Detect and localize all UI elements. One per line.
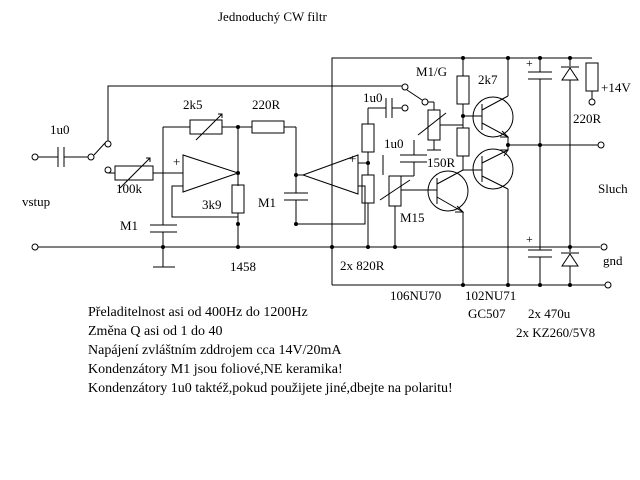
ground-terminal xyxy=(600,243,608,251)
resistors-820r: 2x 820R xyxy=(340,108,385,273)
input-terminal xyxy=(31,153,39,161)
transistor-gc507: Sluch xyxy=(463,141,628,287)
note-line: Přeladitelnost asi od 400Hz do 1200Hz xyxy=(88,305,308,320)
note-line: Změna Q asi od 1 do 40 xyxy=(88,324,223,339)
notes: Přeladitelnost asi od 400Hz do 1200Hz Zm… xyxy=(88,305,453,396)
switch-input-contact-filter xyxy=(104,166,112,174)
supply-input: +14V 220R xyxy=(573,62,631,126)
transistor-gc507-body xyxy=(472,148,514,190)
label-gnd: gnd xyxy=(603,253,623,268)
capacitor-1u0-a: 1u0 xyxy=(363,90,402,118)
diagram-title: Jednoduchý CW filtr xyxy=(218,9,327,24)
label-r-2k7: 2k7 xyxy=(478,72,498,87)
note-line: Kondenzátory 1u0 taktéž,pokud použijete … xyxy=(88,381,453,396)
zener-diodes xyxy=(561,56,579,287)
label-c-m1-left: M1 xyxy=(120,218,138,233)
resistor-220r-right xyxy=(585,62,599,92)
opamp-1-plus-sign: + xyxy=(173,154,180,169)
resistor-3k9: 3k9 xyxy=(202,184,245,249)
label-vstup: vstup xyxy=(22,194,50,209)
label-pot-m15: M15 xyxy=(400,210,425,225)
label-r-220r-right: 220R xyxy=(573,111,602,126)
resistors-2k7-150r: 2k7 150R xyxy=(427,56,498,170)
resistor-220r-top xyxy=(251,120,285,134)
resistor-3k9-body xyxy=(231,184,245,214)
label-t-gc507: GC507 xyxy=(468,306,506,321)
label-r-100k: 100k xyxy=(116,181,143,196)
potentiometer-2k5 xyxy=(189,119,223,135)
opamp-2: + 1458 xyxy=(230,151,368,274)
capacitors-470u: + + xyxy=(526,56,552,287)
switch-m1g-contact-filter xyxy=(401,104,409,112)
resistor-100k xyxy=(114,165,154,181)
opamp-2-triangle xyxy=(301,154,359,195)
switch-input-pole xyxy=(87,153,95,161)
capacitor-1u0-b: 1u0 xyxy=(382,136,427,176)
potentiometer-volume xyxy=(417,102,463,151)
capacitor-m1-left: M1 xyxy=(120,127,177,268)
switch-m1g-contact-bypass xyxy=(401,83,409,91)
label-t-106nu70: 106NU70 xyxy=(390,288,441,303)
resistor-2k7 xyxy=(456,75,470,105)
supply-terminal xyxy=(588,98,596,106)
potentiometer-m15-body xyxy=(388,175,402,207)
label-c-1u0-a: 1u0 xyxy=(363,90,383,105)
label-zener: 2x KZ260/5V8 xyxy=(516,325,595,340)
switch-m1g: M1/G xyxy=(401,64,447,112)
potentiometer-m15: M15 xyxy=(379,175,428,249)
opamp-2-plus-sign: + xyxy=(349,151,356,166)
switch-input-blade xyxy=(93,142,106,156)
resistor-820r-top xyxy=(361,123,375,153)
potentiometer-volume-body xyxy=(427,109,441,141)
transistor-106nu70-body xyxy=(427,170,469,212)
label-r-3k9: 3k9 xyxy=(202,197,222,212)
label-t-102nu71: 102NU71 xyxy=(465,288,516,303)
note-line: Kondenzátory M1 jsou foliové,NE keramika… xyxy=(88,362,343,377)
label-c-input: 1u0 xyxy=(50,122,70,137)
transistor-106nu70 xyxy=(427,169,469,287)
feedback-network: 2k5 220R xyxy=(163,97,296,141)
label-supply: +14V xyxy=(601,80,631,95)
switch-m1g-pole xyxy=(421,98,429,106)
opamp-1-triangle xyxy=(182,154,240,193)
label-r-220r-top: 220R xyxy=(252,97,281,112)
label-c-470u: 2x 470u xyxy=(528,306,571,321)
label-c-1u0-b: 1u0 xyxy=(384,136,404,151)
capacitor-470u-top-plus-sign: + xyxy=(526,56,533,70)
supply-rail-left xyxy=(330,57,612,289)
label-ic-1458: 1458 xyxy=(230,259,256,274)
label-switch-m1g: M1/G xyxy=(416,64,447,79)
opamp-1: + xyxy=(171,127,240,218)
transistor-102nu71-body xyxy=(472,96,514,138)
resistor-820r-bottom xyxy=(361,174,375,204)
label-sluch: Sluch xyxy=(598,181,628,196)
label-pot-2k5: 2k5 xyxy=(183,97,203,112)
transistor-102nu71 xyxy=(472,56,514,145)
label-r-820r: 2x 820R xyxy=(340,258,385,273)
output-terminal xyxy=(597,141,605,149)
ground-rail: gnd xyxy=(31,243,623,268)
resistor-150r xyxy=(456,127,470,157)
label-c-m1-mid: M1 xyxy=(258,195,276,210)
switch-input-contact-bypass xyxy=(104,140,112,148)
input-section: 1u0 vstup 100k xyxy=(22,85,402,209)
note-line: Napájení zvláštním zddrojem cca 14V/20mA xyxy=(88,343,342,358)
label-r-150r: 150R xyxy=(427,155,456,170)
capacitor-470u-bottom-plus-sign: + xyxy=(526,232,533,246)
capacitor-m1-mid: M1 xyxy=(258,127,308,226)
ground-output-terminal xyxy=(604,281,612,289)
